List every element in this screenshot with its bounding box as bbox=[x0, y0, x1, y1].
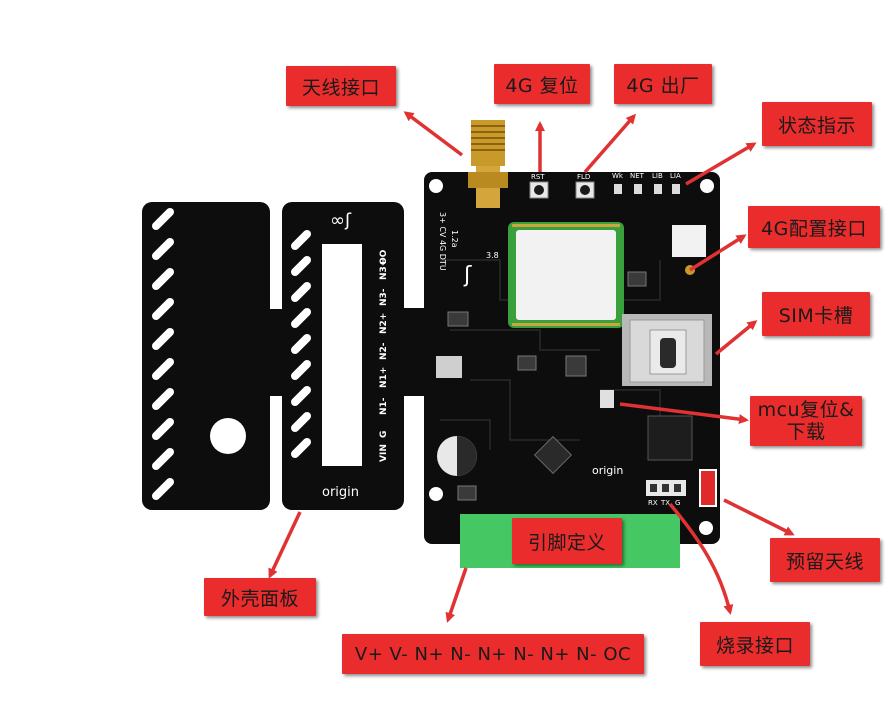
label-pin-definition: 引脚定义 bbox=[512, 518, 622, 564]
panel-pin-8: OO bbox=[379, 249, 389, 265]
led-label-0: Wk bbox=[612, 172, 624, 180]
label-4g-factory: 4G 出厂 bbox=[614, 64, 712, 104]
label-pin-list: V+ V- N+ N- N+ N- N+ N- OC bbox=[342, 634, 644, 674]
panel-pin-0: VIN bbox=[379, 444, 389, 462]
label-4g-config-port: 4G配置接口 bbox=[748, 206, 880, 248]
arrows bbox=[268, 111, 795, 623]
label-enclosure-panel: 外壳面板 bbox=[204, 578, 316, 616]
arrow-pins bbox=[445, 567, 468, 623]
vent-slots-right bbox=[291, 230, 311, 458]
pcb-logo: ʃ bbox=[463, 263, 472, 288]
sma-antenna-connector bbox=[468, 120, 508, 208]
arrow-config bbox=[689, 234, 747, 272]
label-flash-port: 烧录接口 bbox=[700, 622, 810, 666]
mount-hole bbox=[210, 418, 246, 454]
4g-config-pad bbox=[672, 225, 706, 257]
panel-pin-labels: VIN G N1- N1+ N2- N2+ N3- N3+ OO bbox=[379, 249, 389, 462]
arrow-sim bbox=[714, 320, 758, 356]
panel-brand: origin bbox=[322, 485, 359, 500]
led-label-2: LIB bbox=[652, 172, 663, 180]
label-reserved-antenna: 预留天线 bbox=[770, 538, 880, 582]
board-name-silk: 3+ CV 4G DTU bbox=[438, 212, 447, 271]
label-antenna-port: 天线接口 bbox=[286, 66, 396, 106]
panel-window bbox=[322, 244, 362, 466]
arrow-4g-factory bbox=[583, 113, 636, 174]
panel-pin-7: N3+ bbox=[379, 259, 389, 280]
panel-logo: ∞ʃ bbox=[330, 210, 352, 231]
uart-pin-1: TX bbox=[660, 499, 670, 507]
panel-pin-3: N1+ bbox=[379, 367, 389, 388]
logo-number-silk: 3.8 bbox=[486, 251, 499, 260]
sim-slot bbox=[622, 314, 712, 386]
arrow-enclosure bbox=[268, 511, 302, 579]
arrow-antenna bbox=[403, 111, 464, 157]
fld-silk: FLD bbox=[577, 173, 590, 181]
rst-silk: RST bbox=[531, 173, 545, 181]
led-label-1: NET bbox=[630, 172, 645, 180]
label-4g-reset: 4G 复位 bbox=[494, 64, 590, 104]
fld-button: FLD bbox=[575, 173, 595, 199]
pcb-brand: origin bbox=[592, 464, 623, 477]
label-mcu-reset-line2: 下载 bbox=[786, 421, 826, 443]
smd-components bbox=[436, 271, 693, 501]
version-silk: 1.2a bbox=[450, 230, 459, 248]
uart-pin-0: RX bbox=[648, 499, 658, 507]
uart-pin-2: G bbox=[675, 499, 680, 507]
arrow-status bbox=[685, 142, 757, 186]
label-mcu-reset: mcu复位& 下载 bbox=[750, 396, 862, 446]
arrow-mcu bbox=[619, 402, 749, 425]
uart-header: RX TX G bbox=[646, 480, 686, 507]
vent-slots-left bbox=[152, 208, 174, 500]
pcb-mount-holes bbox=[429, 179, 714, 535]
led-label-3: LIA bbox=[670, 172, 681, 180]
panel-pin-5: N2+ bbox=[379, 313, 389, 334]
pcb-board: RST FLD Wk NET LIB LIA 3+ CV 4G DTU 1.2 bbox=[424, 120, 720, 544]
label-sim-slot: SIM卡槽 bbox=[762, 292, 870, 336]
panel-pin-1: G bbox=[379, 431, 389, 438]
arrow-reserved bbox=[723, 498, 795, 536]
4g-module bbox=[508, 222, 624, 328]
reserved-antenna-pad bbox=[699, 469, 717, 507]
status-leds: Wk NET LIB LIA bbox=[612, 172, 681, 194]
panel-pin-2: N1- bbox=[379, 397, 389, 415]
arrow-flash bbox=[668, 502, 734, 615]
label-mcu-reset-line1: mcu复位& bbox=[757, 399, 855, 421]
label-status-indicator: 状态指示 bbox=[762, 102, 872, 146]
rst-button: RST bbox=[529, 173, 549, 199]
enclosure-panel: ∞ʃ VIN G N1- N1+ N2- N2+ N3- N3+ OO orig… bbox=[142, 202, 426, 510]
panel-pin-6: N3- bbox=[379, 288, 389, 306]
panel-pin-4: N2- bbox=[379, 342, 389, 360]
